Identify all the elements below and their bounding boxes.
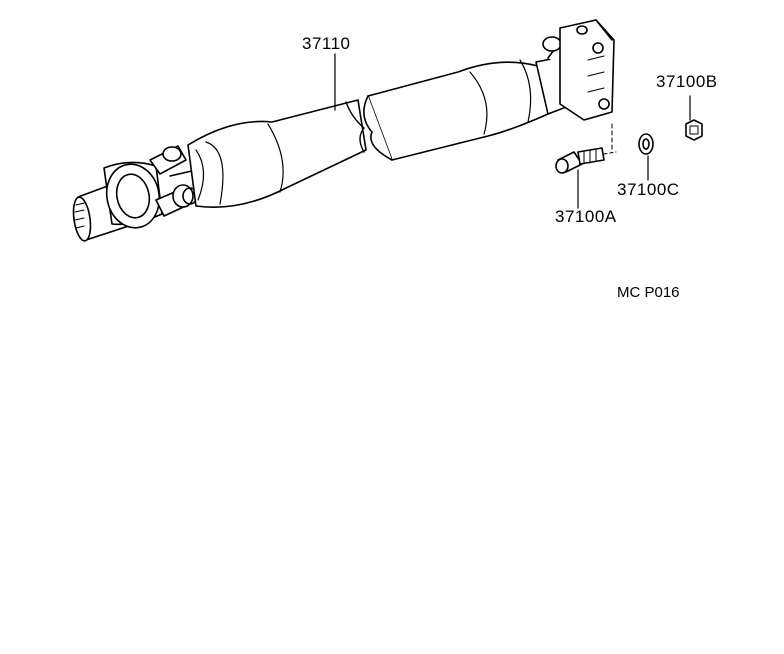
hex-nut-icon xyxy=(685,119,703,141)
label-37100C: 37100C xyxy=(617,180,680,199)
label-37100A: 37100A xyxy=(555,207,617,226)
label-37110: 37110 xyxy=(302,34,351,53)
bolt-icon xyxy=(555,147,617,174)
figure-code: MC P016 xyxy=(617,284,680,301)
propeller-shaft-icon xyxy=(72,19,615,242)
label-37100B: 37100B xyxy=(656,72,718,91)
washer-icon xyxy=(638,133,654,155)
